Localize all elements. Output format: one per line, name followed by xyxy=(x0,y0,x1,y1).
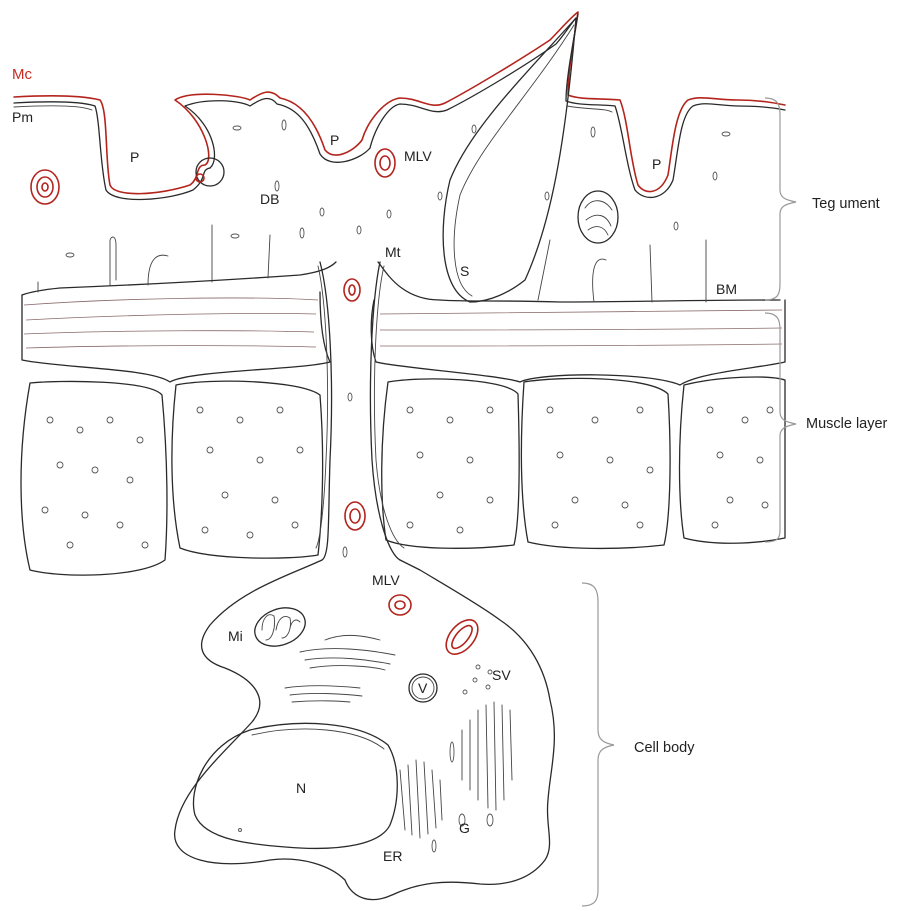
surface-membrane xyxy=(14,12,785,199)
labels: Mc Pm P P P DB MLV Mt S BM MLV Mi V SV N… xyxy=(12,66,737,864)
region-labels: Teg ument Muscle layer Cell body xyxy=(634,196,888,756)
basal-membrane xyxy=(22,225,780,302)
label-mlv-2: MLV xyxy=(372,572,400,588)
tegument-mitochondrion xyxy=(578,191,618,243)
label-s: S xyxy=(460,263,469,279)
cell-body xyxy=(175,560,555,900)
label-pm: Pm xyxy=(12,109,33,125)
region-label-cell-body: Cell body xyxy=(634,740,695,756)
muscle-layer xyxy=(21,292,785,575)
region-label-muscle: Muscle layer xyxy=(806,416,888,432)
label-n: N xyxy=(296,780,306,796)
label-er: ER xyxy=(383,848,402,864)
label-mi: Mi xyxy=(228,628,243,644)
label-p-3: P xyxy=(652,156,661,172)
label-db: DB xyxy=(260,191,279,207)
label-v: V xyxy=(418,680,428,696)
discoid-bodies xyxy=(66,120,730,257)
tegument-brace xyxy=(765,98,796,300)
label-p-2: P xyxy=(330,132,339,148)
muscle-brace xyxy=(765,313,796,542)
spine xyxy=(443,18,576,302)
label-bm: BM xyxy=(716,281,737,297)
cell-body-brace xyxy=(582,583,614,906)
label-sv: SV xyxy=(492,667,511,683)
region-label-tegument: Teg ument xyxy=(812,196,880,212)
label-g: G xyxy=(459,820,470,836)
label-mt: Mt xyxy=(385,244,401,260)
label-mlv-1: MLV xyxy=(404,148,432,164)
label-p-1: P xyxy=(130,149,139,165)
label-mc: Mc xyxy=(12,66,32,83)
